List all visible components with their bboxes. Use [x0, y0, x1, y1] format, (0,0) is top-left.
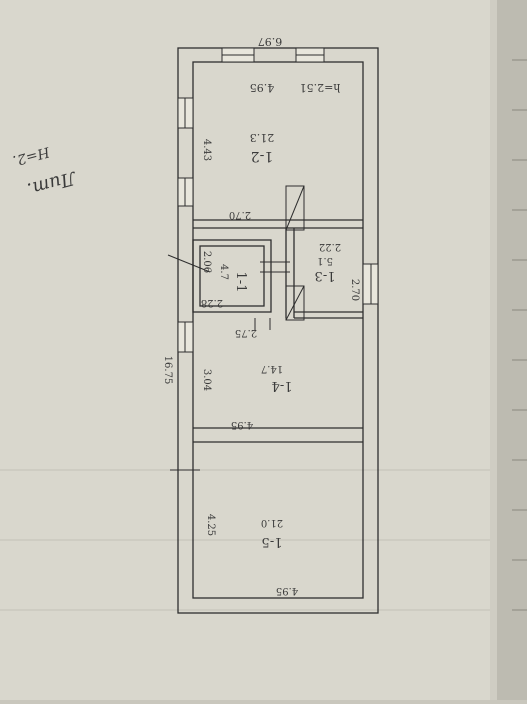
- windows: [177, 47, 379, 353]
- room-1-3-side-dim: 2.70: [349, 279, 360, 301]
- room-1-4-top-dim: 2.75: [235, 327, 257, 338]
- room-1-3-area: 5.1: [317, 255, 333, 266]
- room-1-1-area: 4.7: [218, 264, 229, 280]
- room-1-1-bottom-dim: 2.28: [201, 297, 223, 308]
- room-1-1-id: 1-1: [233, 272, 248, 293]
- paper-sheet: [0, 0, 490, 700]
- room-1-1-top-dim: 2.70: [229, 209, 251, 220]
- room-1-4-id: 1-4: [272, 378, 293, 393]
- doors: [167, 185, 305, 471]
- room-1-4-side-dim: 3.04: [201, 369, 212, 391]
- faint-lines: [0, 469, 490, 611]
- room-1-3-id: 1-3: [315, 268, 336, 283]
- overall-width-label: 6.97: [258, 35, 283, 48]
- total-length-label: 16.75: [162, 356, 173, 385]
- room-1-5-area: 21.0: [261, 517, 283, 528]
- room-1-5-id: 1-5: [262, 534, 283, 549]
- ruler-strip: [497, 0, 527, 700]
- room-1-4-bottom-dim: 4.95: [231, 419, 253, 430]
- room-1-5-side-dim: 4.25: [205, 514, 216, 536]
- height-label: h=2.51: [300, 81, 341, 94]
- room-1-1-side-dim: 2.06: [201, 251, 212, 273]
- room-1-2-id: 1-2: [251, 148, 274, 164]
- room-1-5-bottom-dim: 4.95: [276, 585, 298, 596]
- room-1-4-area: 14.7: [261, 363, 283, 374]
- room-1-2-side-dim: 4.43: [201, 139, 212, 161]
- room-1-3-top-dim: 2.22: [319, 241, 341, 252]
- room-1-2-area: 21.3: [250, 131, 275, 144]
- ruler-ticks: [512, 59, 527, 611]
- room-1-2-top-dim: 4.95: [250, 81, 275, 94]
